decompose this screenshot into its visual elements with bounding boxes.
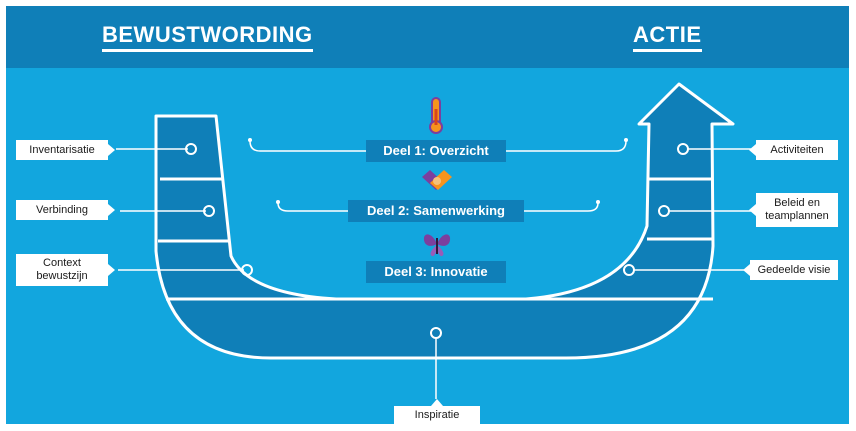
u-shape-diagram	[116, 82, 751, 399]
u-shape-band	[154, 82, 735, 360]
part-label-overzicht: Deel 1: Overzicht	[366, 140, 506, 162]
label-gedeelde-visie: Gedeelde visie	[743, 260, 838, 280]
thermometer-icon	[429, 97, 443, 134]
diagram-canvas: BEWUSTWORDING ACTIE	[6, 6, 849, 424]
bracket-dot	[596, 200, 600, 204]
connector-node	[677, 143, 689, 155]
part-label-innovatie: Deel 3: Innovatie	[366, 261, 506, 283]
handshake-icon	[422, 170, 452, 190]
bracket-dot	[624, 138, 628, 142]
label-activiteiten: Activiteiten	[749, 140, 838, 160]
bracket-line	[524, 202, 599, 212]
header-bar	[6, 6, 849, 68]
part-label-samenwerking: Deel 2: Samenwerking	[348, 200, 524, 222]
connector-node	[185, 143, 197, 155]
bracket-line	[277, 202, 348, 212]
label-inventarisatie: Inventarisatie	[16, 140, 115, 160]
bracket-dot	[276, 200, 280, 204]
connector-node	[658, 205, 670, 217]
connector-node	[623, 264, 635, 276]
label-beleid-en-teamplannen: Beleid en teamplannen	[749, 193, 838, 227]
butterfly-icon	[423, 234, 451, 257]
connector-node	[203, 205, 215, 217]
bracket-line	[506, 140, 627, 152]
connector-node	[241, 264, 253, 276]
label-inspiratie: Inspiratie	[394, 399, 480, 424]
label-context-bewustzijn: Context bewustzijn	[16, 254, 115, 286]
right-title: ACTIE	[633, 22, 702, 52]
left-title: BEWUSTWORDING	[102, 22, 313, 52]
label-verbinding: Verbinding	[16, 200, 115, 220]
bracket-line	[249, 140, 366, 152]
bracket-dot	[248, 138, 252, 142]
